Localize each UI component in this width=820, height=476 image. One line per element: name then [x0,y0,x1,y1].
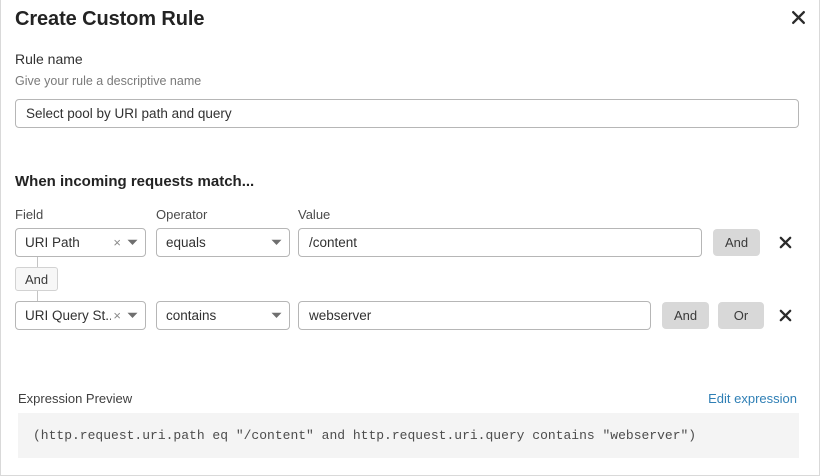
clear-icon[interactable]: × [113,234,121,250]
operator-select-value-0: equals [166,235,206,250]
clear-icon[interactable]: × [113,307,121,323]
add-and-condition-button-1[interactable]: And [662,302,710,329]
rule-name-help-text: Give your rule a descriptive name [15,74,202,88]
edit-expression-link[interactable]: Edit expression [708,391,797,406]
chevron-down-icon[interactable] [271,312,289,319]
expression-preview-code: (http.request.uri.path eq "/content" and… [18,413,799,458]
add-and-condition-button-0[interactable]: And [713,229,761,256]
operator-select-0[interactable]: equals [156,228,290,257]
field-select-value-1: URI Query St... [25,308,112,323]
field-select-1[interactable]: URI Query St... × [15,301,146,330]
operator-select-1[interactable]: contains [156,301,290,330]
group-connector-and[interactable]: And [15,267,59,291]
expression-preview-label: Expression Preview [18,391,133,406]
delete-condition-button-1[interactable] [774,304,796,326]
delete-condition-button-0[interactable] [774,231,796,253]
close-icon[interactable] [785,4,811,30]
value-input-0[interactable] [298,228,702,257]
connector-line-lower [37,291,38,301]
column-header-operator: Operator [156,207,208,222]
chevron-down-icon[interactable] [127,312,145,319]
dialog-title: Create Custom Rule [15,8,205,30]
add-or-condition-button-1[interactable]: Or [718,302,764,329]
column-header-field: Field [15,207,44,222]
connector-line-upper [37,257,38,268]
value-input-1[interactable] [298,301,651,330]
column-header-value: Value [298,207,331,222]
chevron-down-icon[interactable] [271,239,289,246]
field-select-0[interactable]: URI Path × [15,228,146,257]
field-select-value-0: URI Path [25,235,80,250]
operator-select-value-1: contains [166,308,217,323]
conditions-heading: When incoming requests match... [15,173,255,190]
rule-name-input[interactable] [15,99,799,128]
rule-name-label: Rule name [15,51,83,67]
chevron-down-icon[interactable] [127,239,145,246]
